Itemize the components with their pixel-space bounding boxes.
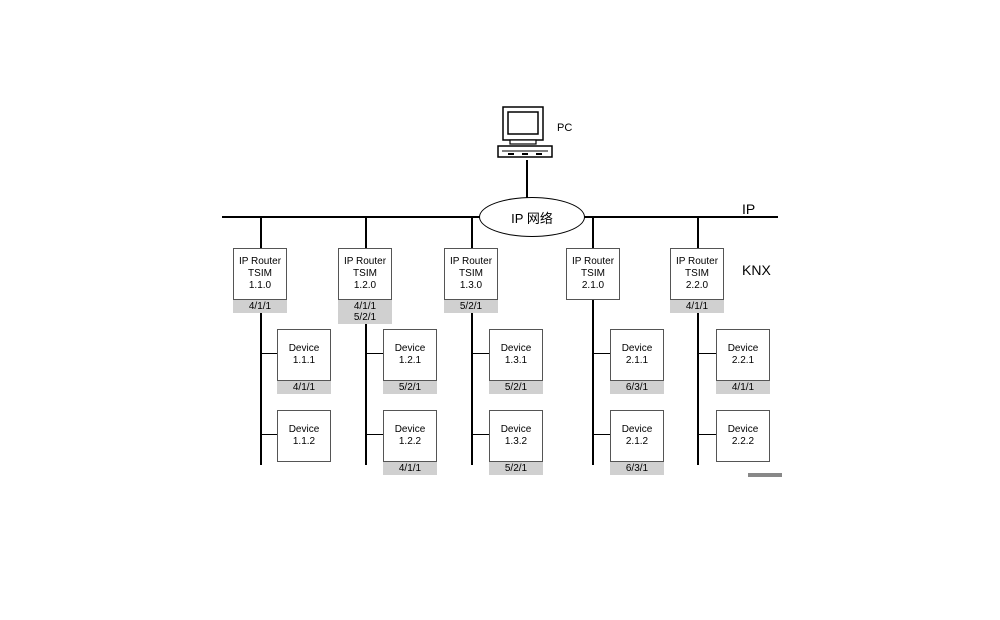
device-branch-line — [365, 434, 383, 435]
router-text-line: IP Router — [449, 256, 493, 267]
knx-line-4 — [592, 216, 594, 465]
device-text-line: 2.2.1 — [731, 355, 755, 366]
device-text-line: Device — [621, 424, 653, 435]
device-branch-line — [592, 353, 610, 354]
router-text-line: TSIM — [248, 268, 272, 279]
knx-line-1 — [260, 216, 262, 465]
ip-label: IP — [742, 201, 756, 217]
router-group-address-tag: 4/1/1 — [670, 300, 724, 313]
router-text-line: TSIM — [581, 268, 605, 279]
device-group-address-tag: 5/2/1 — [489, 462, 543, 475]
device-group-address-tag: 4/1/1 — [383, 462, 437, 475]
device-branch-line — [471, 353, 489, 354]
pc-connector-line — [526, 160, 528, 198]
knx-line-3 — [471, 216, 473, 465]
router-group-address-tag: 4/1/1 — [233, 300, 287, 313]
router-text-line: IP Router — [343, 256, 387, 267]
router-text-line: IP Router — [238, 256, 282, 267]
device-group-address-tag: 5/2/1 — [383, 381, 437, 394]
device-group-address-tag: 5/2/1 — [489, 381, 543, 394]
device-branch-line — [260, 353, 277, 354]
device-group-address: 5/2/1 — [504, 463, 528, 474]
device-branch-line — [592, 434, 610, 435]
device-group-address: 4/1/1 — [398, 463, 422, 474]
router-text-line: TSIM — [459, 268, 483, 279]
router-group-address: 5/2/1 — [459, 301, 483, 312]
device-text-line: Device — [394, 343, 426, 354]
device-text-line: Device — [500, 424, 532, 435]
knx-line-2 — [365, 216, 367, 465]
device-text-line: Device — [500, 343, 532, 354]
router-text-line: TSIM — [685, 268, 709, 279]
device-group-address-tag: 6/3/1 — [610, 381, 664, 394]
device-group-address: 4/1/1 — [292, 382, 316, 393]
knx-line-5 — [697, 216, 699, 465]
router-group-address: 4/1/1 — [353, 301, 377, 312]
device-text-line: Device — [727, 343, 759, 354]
device-branch-line — [260, 434, 277, 435]
device-group-address-tag: 4/1/1 — [277, 381, 331, 394]
device-text-line: Device — [727, 424, 759, 435]
device-text-line: Device — [288, 424, 320, 435]
device-branch-line — [471, 434, 489, 435]
device-text-line: 2.2.2 — [731, 436, 755, 447]
scale-bar — [748, 473, 782, 477]
device-group-address: 5/2/1 — [504, 382, 528, 393]
device-text-line: 1.1.2 — [292, 436, 316, 447]
router-text-line: 1.3.0 — [459, 280, 483, 291]
device-group-address: 5/2/1 — [398, 382, 422, 393]
device-text-line: Device — [394, 424, 426, 435]
device-text-line: 1.3.1 — [504, 355, 528, 366]
device-text-line: 1.2.2 — [398, 436, 422, 447]
device-text-line: Device — [621, 343, 653, 354]
knx-label: KNX — [742, 262, 771, 278]
device-branch-line — [697, 434, 716, 435]
device-branch-line — [697, 353, 716, 354]
device-group-address-tag: 6/3/1 — [610, 462, 664, 475]
router-group-address: 4/1/1 — [685, 301, 709, 312]
device-branch-line — [365, 353, 383, 354]
router-group-address-tag: 5/2/1 — [444, 300, 498, 313]
device-group-address: 6/3/1 — [625, 463, 649, 474]
router-text-line: IP Router — [675, 256, 719, 267]
device-text-line: 2.1.1 — [625, 355, 649, 366]
device-text-line: 1.3.2 — [504, 436, 528, 447]
device-text-line: 1.2.1 — [398, 355, 422, 366]
router-group-address: 4/1/1 — [248, 301, 272, 312]
pc-label: PC — [557, 122, 573, 134]
device-group-address-tag: 4/1/1 — [716, 381, 770, 394]
router-text-line: TSIM — [353, 268, 377, 279]
router-text-line: 2.2.0 — [685, 280, 709, 291]
pc-computer-icon — [497, 106, 553, 158]
router-group-address: 5/2/1 — [353, 312, 377, 323]
ip-network-cloud: IP 网络 — [479, 197, 585, 237]
device-group-address: 4/1/1 — [731, 382, 755, 393]
router-text-line: 1.2.0 — [353, 280, 377, 291]
router-text-line: 1.1.0 — [248, 280, 272, 291]
device-group-address: 6/3/1 — [625, 382, 649, 393]
router-text-line: 2.1.0 — [581, 280, 605, 291]
device-text-line: 1.1.1 — [292, 355, 316, 366]
device-text-line: Device — [288, 343, 320, 354]
device-text-line: 2.1.2 — [625, 436, 649, 447]
router-text-line: IP Router — [571, 256, 615, 267]
